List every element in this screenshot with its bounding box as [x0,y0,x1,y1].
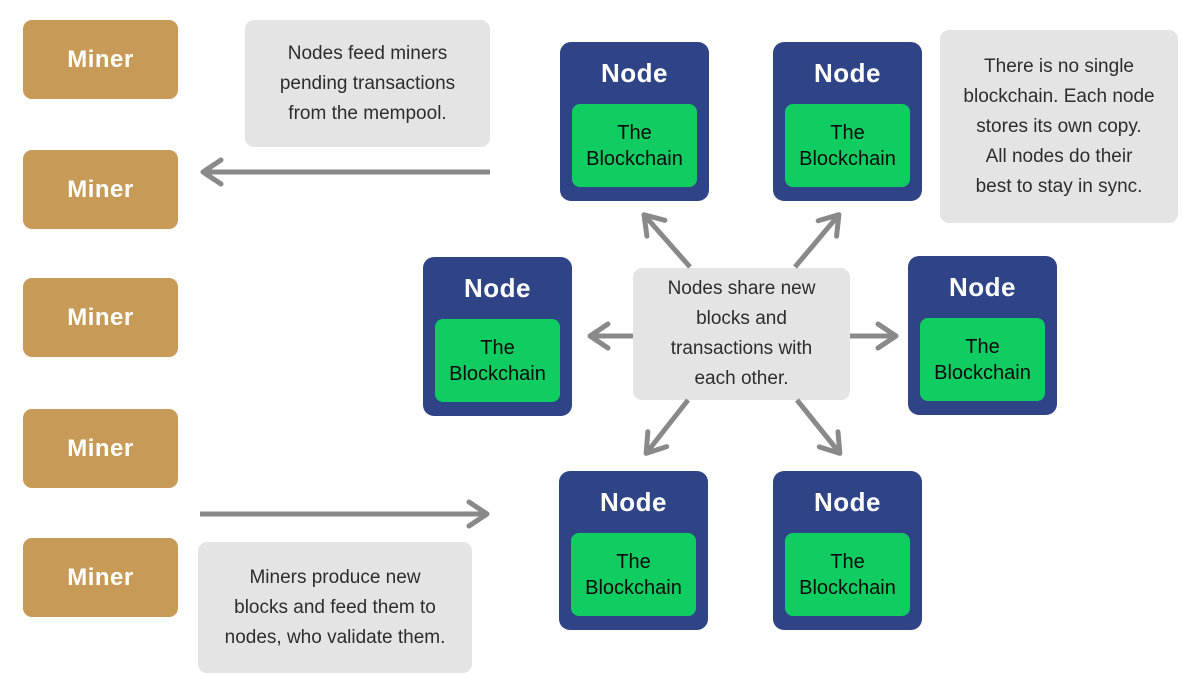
node-box-mid-left: Node The Blockchain [423,257,572,416]
node-title: Node [464,272,531,303]
note-share: Nodes share new blocks and transactions … [633,268,850,400]
blockchain-box: The Blockchain [785,533,910,616]
note-line: blocks and [696,308,787,329]
note-line: Miners produce new [249,566,421,588]
note-produce: Miners produce new blocks and feed them … [198,542,472,673]
blockchain-box: The Blockchain [785,104,910,187]
note-line: each other. [694,368,789,389]
miner-label: Miner [67,45,134,73]
miner-box-2: Miner [23,150,178,229]
node-box-mid-right: Node The Blockchain [908,256,1057,415]
node-box-top-right: Node The Blockchain [773,42,922,201]
note-line: nodes, who validate them. [224,626,446,648]
blockchain-box: The Blockchain [435,319,560,402]
note-line: transactions with [670,338,813,359]
node-title: Node [814,486,881,517]
node-box-bottom-left: Node The Blockchain [559,471,708,630]
note-line: stores its own copy. [976,115,1142,137]
miner-label: Miner [67,303,134,331]
node-title: Node [949,271,1016,302]
note-mempool: Nodes feed miners pending transactions f… [245,20,490,147]
node-title: Node [601,57,668,88]
note-line: There is no single [984,55,1134,77]
note-line: All nodes do their [985,145,1133,167]
note-sync: There is no single blockchain. Each node… [940,30,1178,223]
arrow-center-to-node-top-left [641,212,692,269]
node-box-bottom-right: Node The Blockchain [773,471,922,630]
node-box-top-left: Node The Blockchain [560,42,709,201]
arrow-center-to-node-top-right [793,212,842,269]
arrow-center-to-node-bottom-right [795,398,843,456]
miner-label: Miner [67,434,134,462]
blockchain-box: The Blockchain [920,318,1045,401]
note-line: pending transactions [279,72,456,94]
note-line: best to stay in sync. [975,175,1143,197]
miner-box-5: Miner [23,538,178,617]
miner-label: Miner [67,563,134,591]
arrow-center-to-node-bottom-left [643,398,690,456]
note-line: Nodes share new [667,278,816,299]
blockchain-box: The Blockchain [572,104,697,187]
blockchain-box: The Blockchain [571,533,696,616]
note-line: blockchain. Each node [963,85,1155,107]
miner-label: Miner [67,175,134,203]
miner-box-4: Miner [23,409,178,488]
note-line: blocks and feed them to [234,596,436,618]
miner-box-3: Miner [23,278,178,357]
note-line: from the mempool. [288,102,447,124]
note-line: Nodes feed miners [287,42,448,64]
node-title: Node [814,57,881,88]
node-title: Node [600,486,667,517]
miner-box-1: Miner [23,20,178,99]
